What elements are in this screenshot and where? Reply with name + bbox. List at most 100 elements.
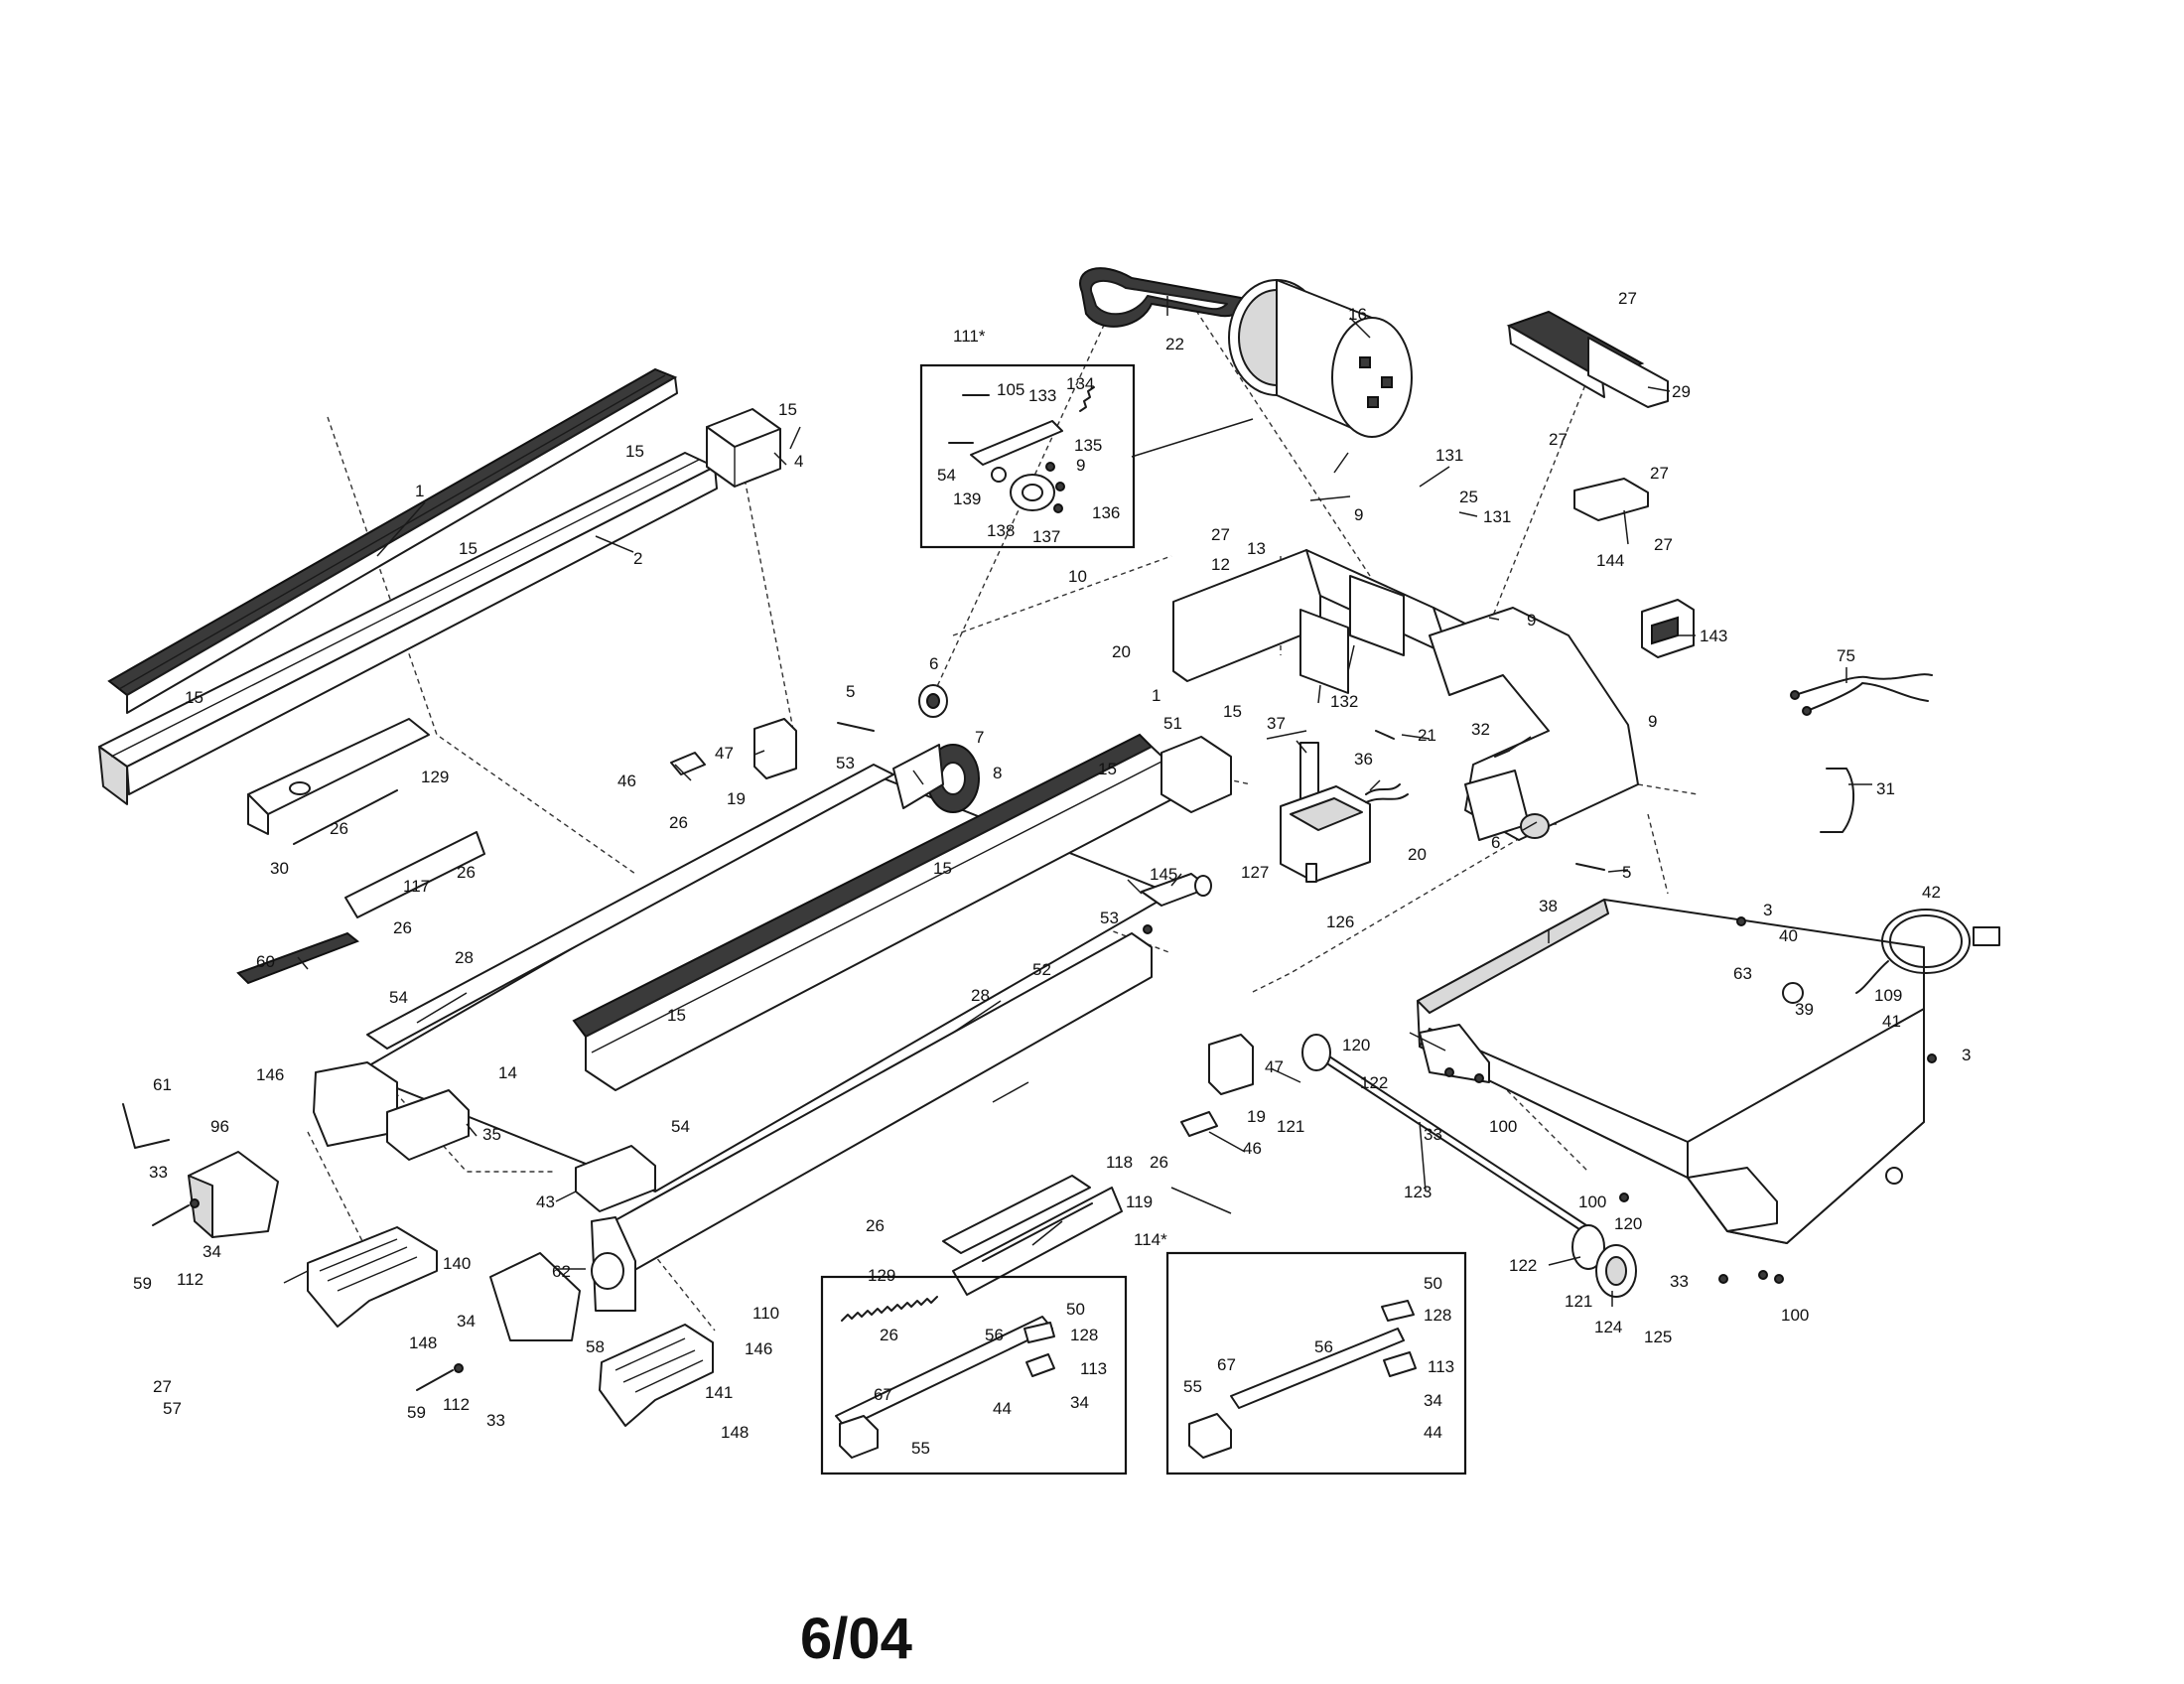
callout-labels: 1 2 4 15 15 15 15 15 15 15 15 111* 105 1…	[133, 289, 1971, 1458]
callout-75: 75	[1837, 646, 1855, 665]
end-block-35	[386, 1089, 470, 1161]
callout-135: 135	[1074, 436, 1102, 455]
elevation-spring-right	[841, 1296, 938, 1322]
rear-roller	[1141, 873, 1212, 907]
callout-34-b: 34	[457, 1312, 476, 1331]
callout-31: 31	[1876, 779, 1895, 798]
callout-28-b: 28	[971, 986, 990, 1005]
callout-146-b: 146	[745, 1339, 772, 1358]
front-pulley	[892, 744, 980, 813]
callout-63: 63	[1733, 964, 1752, 983]
callout-136: 136	[1092, 503, 1120, 522]
callout-47-a: 47	[715, 744, 734, 763]
choke	[1641, 599, 1695, 658]
callout-16: 16	[1348, 305, 1367, 324]
callout-12: 12	[1211, 555, 1230, 574]
callout-112-b: 112	[443, 1395, 470, 1414]
callout-3-right: 3	[1962, 1046, 1971, 1064]
base-frame	[1417, 899, 1925, 1244]
callout-25: 25	[1459, 488, 1478, 506]
callout-27-e: 27	[1211, 525, 1230, 544]
callout-44-a: 44	[993, 1399, 1012, 1418]
callout-50-b: 50	[1424, 1274, 1442, 1293]
callout-9-c: 9	[1648, 712, 1657, 731]
callout-9-kit: 9	[1076, 456, 1085, 475]
motor-frame	[1172, 549, 1490, 694]
callout-35: 35	[482, 1125, 501, 1144]
callout-20-a: 20	[1112, 642, 1131, 661]
callout-26-g: 26	[1150, 1153, 1168, 1172]
callout-50-a: 50	[1066, 1300, 1085, 1319]
bearing-left	[918, 684, 948, 718]
callout-26-a: 26	[669, 813, 688, 832]
callout-125: 125	[1644, 1328, 1672, 1346]
incline-motor	[1280, 742, 1409, 883]
callout-143: 143	[1700, 627, 1727, 645]
callout-9-a: 9	[1354, 505, 1363, 524]
callout-34-a: 34	[203, 1242, 221, 1261]
callout-8: 8	[993, 764, 1002, 782]
callout-145: 145	[1150, 865, 1177, 884]
revision-date: 6/04	[800, 1607, 912, 1671]
callout-15-e: 15	[1223, 702, 1242, 721]
callout-60: 60	[256, 952, 275, 971]
callout-148-b: 148	[721, 1423, 749, 1442]
callout-27-b: 27	[1549, 430, 1568, 449]
callout-132: 132	[1330, 692, 1358, 711]
callout-40: 40	[1779, 926, 1798, 945]
callout-5-b: 5	[1622, 863, 1631, 882]
callout-126: 126	[1326, 912, 1354, 931]
callout-30: 30	[270, 859, 289, 878]
callout-105: 105	[997, 380, 1024, 399]
callout-52: 52	[1032, 960, 1051, 979]
callout-42: 42	[1922, 883, 1941, 902]
callout-112-a: 112	[177, 1270, 204, 1289]
callout-37: 37	[1267, 714, 1286, 733]
callout-15-f: 15	[1098, 760, 1117, 778]
callout-133: 133	[1028, 386, 1056, 405]
callout-27-c: 27	[1650, 464, 1669, 483]
callout-13: 13	[1247, 539, 1266, 558]
callout-4: 4	[794, 452, 803, 471]
callout-10: 10	[1068, 567, 1087, 586]
callout-43: 43	[536, 1193, 555, 1211]
callout-15-d: 15	[185, 688, 204, 707]
callout-15-a: 15	[778, 400, 797, 419]
callout-124: 124	[1594, 1318, 1622, 1336]
callout-44-b: 44	[1424, 1423, 1442, 1442]
safety-key	[122, 1103, 170, 1149]
callout-59-b: 59	[407, 1403, 426, 1422]
callout-3-top: 3	[1763, 901, 1772, 919]
belt-guide-118	[942, 1175, 1091, 1254]
motor-cover-51	[1160, 736, 1232, 813]
callout-32: 32	[1471, 720, 1490, 739]
callout-127: 127	[1241, 863, 1269, 882]
rear-axle	[1301, 1034, 1637, 1298]
callout-29: 29	[1672, 382, 1691, 401]
callout-39: 39	[1795, 1000, 1814, 1019]
callout-33-a: 33	[149, 1163, 168, 1182]
callout-121-b: 121	[1565, 1292, 1592, 1311]
callout-110: 110	[752, 1304, 779, 1323]
board-bracket	[1573, 478, 1649, 521]
callout-22: 22	[1165, 335, 1184, 353]
deck-strip-left	[366, 764, 894, 1050]
callout-27-d: 27	[1654, 535, 1673, 554]
callout-55-a: 55	[911, 1439, 930, 1458]
callout-140: 140	[443, 1254, 471, 1273]
callout-7: 7	[975, 728, 984, 747]
callout-129-a: 129	[421, 768, 449, 786]
callout-58: 58	[586, 1337, 605, 1356]
callout-120-b: 120	[1614, 1214, 1642, 1233]
callout-34-d: 34	[1424, 1391, 1442, 1410]
callout-15-g: 15	[933, 859, 952, 878]
callout-148-a: 148	[409, 1333, 437, 1352]
callout-33-b: 33	[486, 1411, 505, 1430]
rear-end-cap-right	[489, 1252, 581, 1341]
drive-motor	[1228, 279, 1413, 438]
isolator-pad-47-top	[753, 718, 797, 779]
callout-120-a: 120	[1342, 1036, 1370, 1054]
wire-clip	[1820, 768, 1855, 833]
controller-board	[1506, 310, 1669, 408]
